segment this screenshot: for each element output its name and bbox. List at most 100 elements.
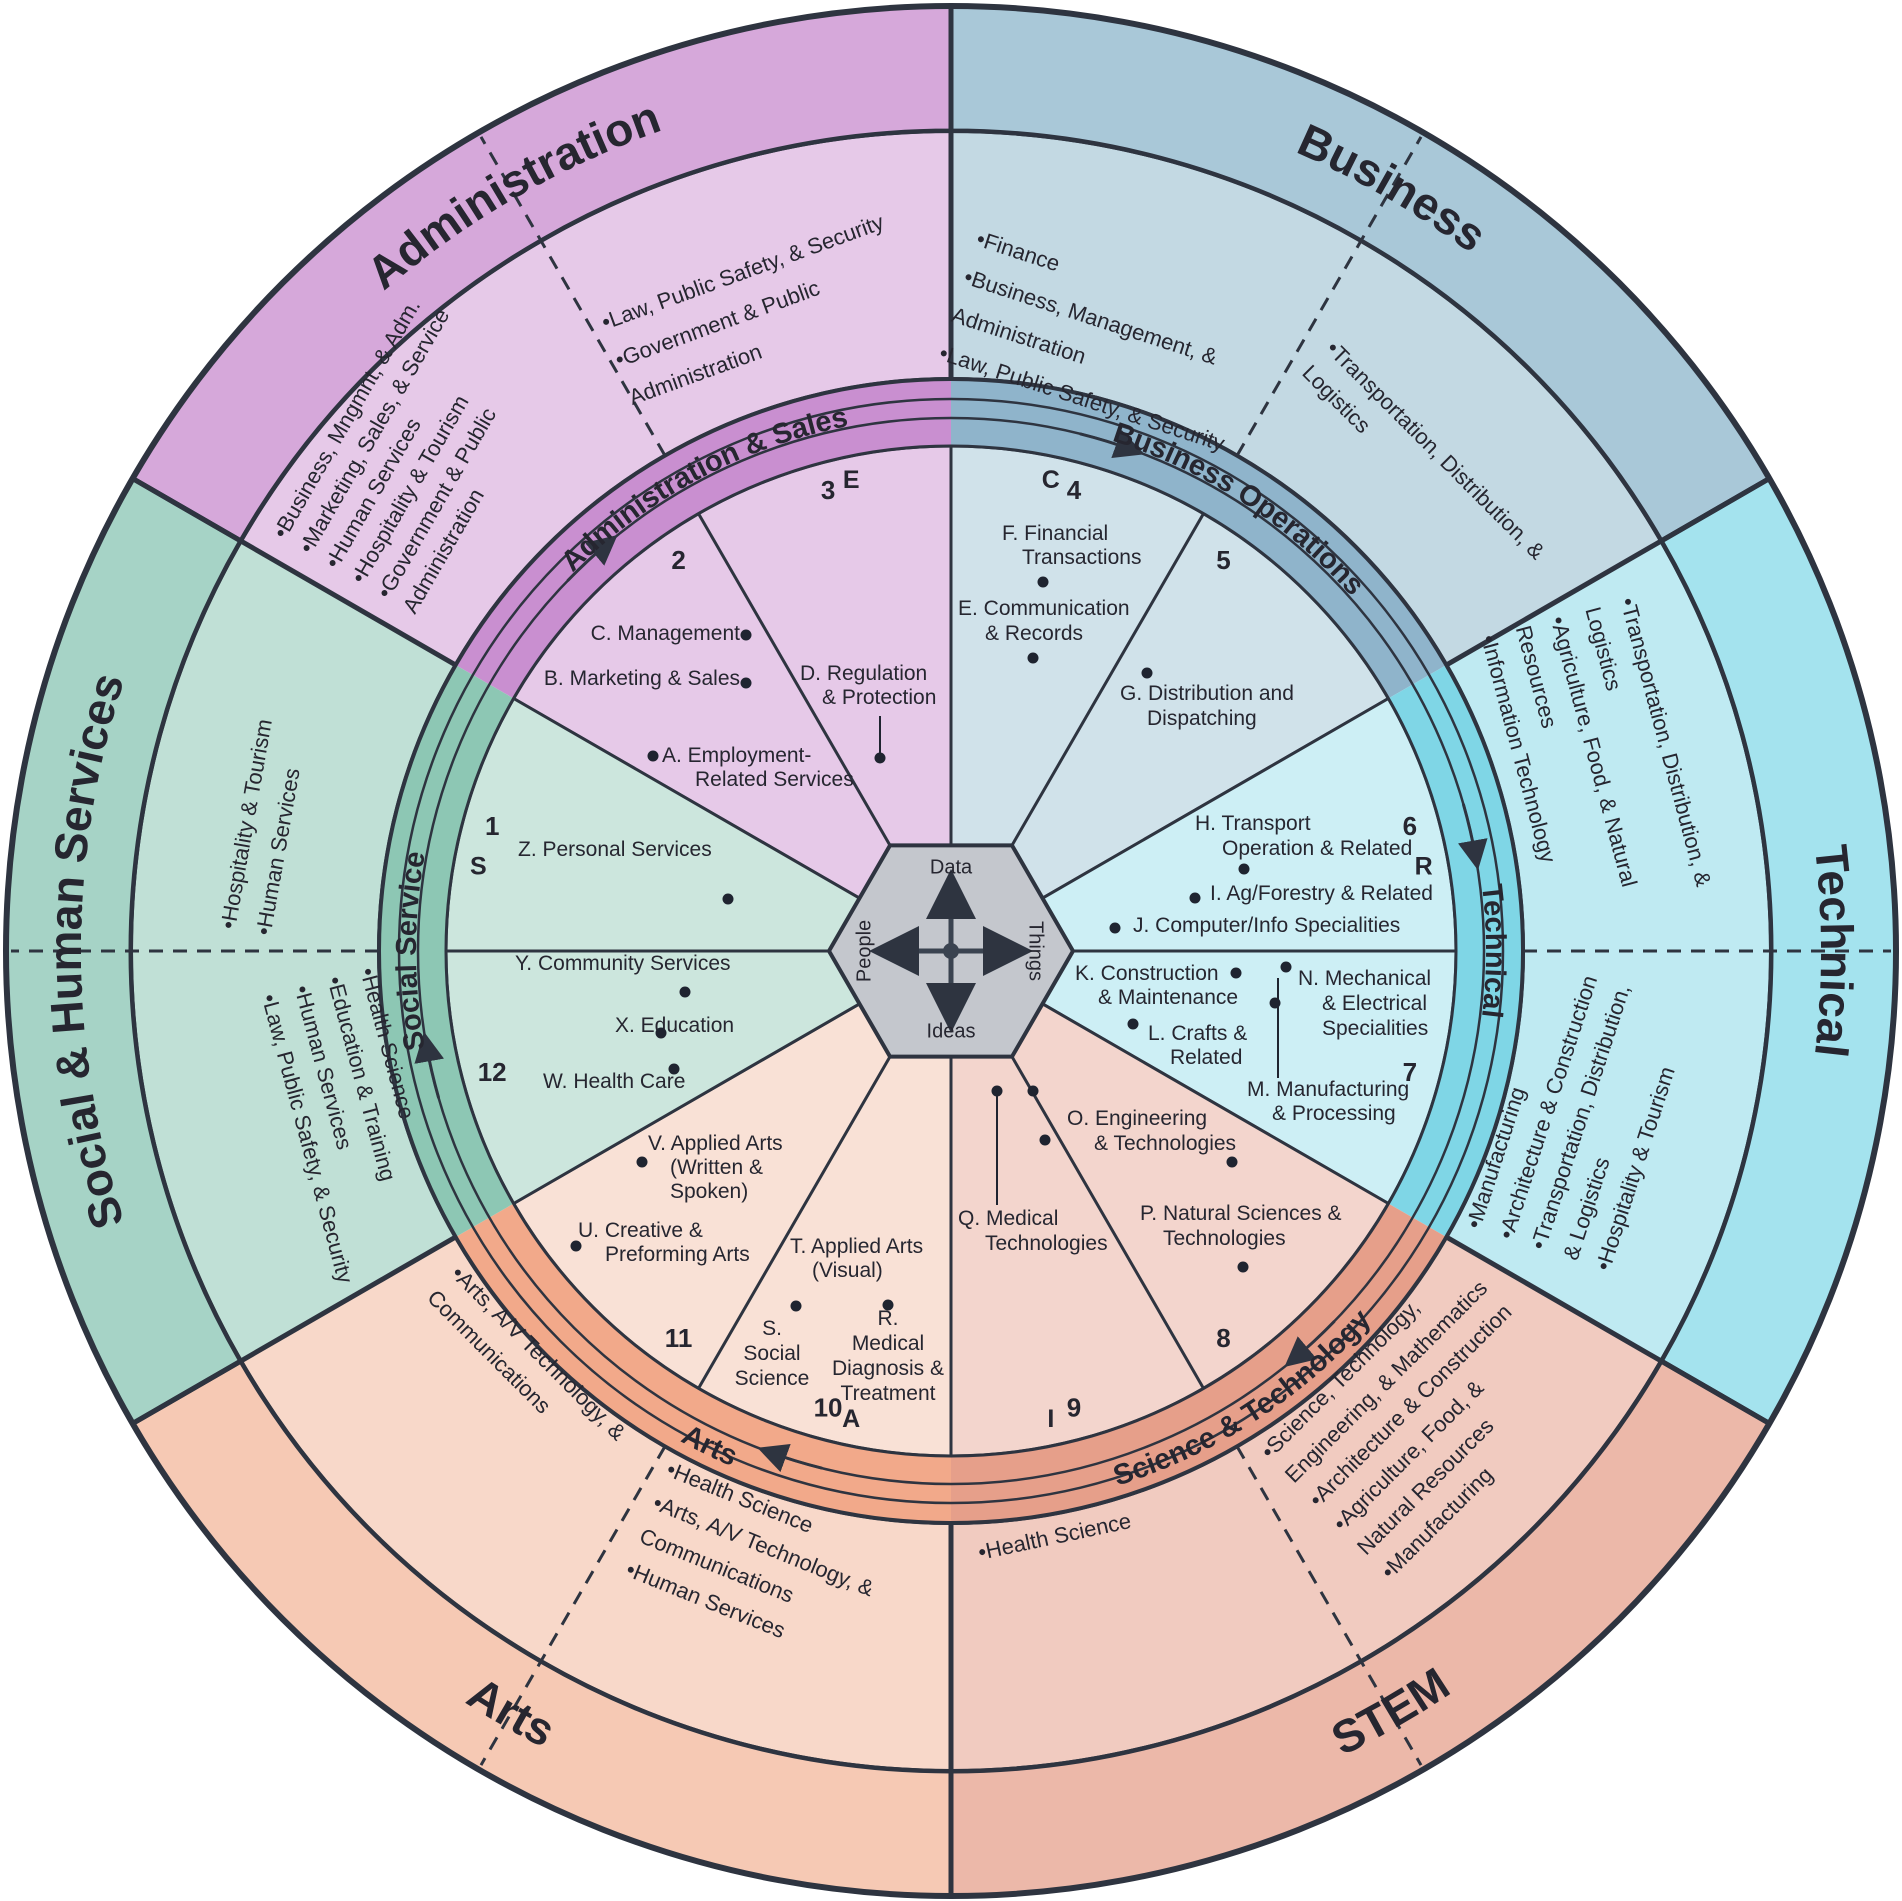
item-dot bbox=[1141, 667, 1153, 679]
region-letter-e: E bbox=[843, 466, 860, 494]
region-letter-i: I bbox=[1047, 1405, 1054, 1433]
item-dot bbox=[1027, 652, 1039, 664]
region-number-1: 1 bbox=[485, 811, 499, 841]
region-number-7: 7 bbox=[1403, 1057, 1417, 1087]
flow-arrow-2 bbox=[1284, 1320, 1336, 1368]
region-number-10: 10 bbox=[814, 1393, 843, 1423]
inner-item-label: P. Natural Sciences & bbox=[1140, 1202, 1342, 1225]
sector-title-technical: Technical bbox=[1805, 842, 1863, 1060]
region-number-2: 2 bbox=[671, 545, 685, 575]
inner-item-label: (Written & bbox=[670, 1156, 763, 1179]
flow-arrow-1 bbox=[1458, 803, 1488, 871]
inner-item-label: M. Manufacturing bbox=[1247, 1078, 1409, 1101]
inner-item-label: Medical bbox=[852, 1332, 924, 1355]
inner-item-label: Q. Medical bbox=[958, 1207, 1058, 1230]
inner-item-label: N. Mechanical bbox=[1298, 967, 1431, 990]
inner-item-label: Dispatching bbox=[1147, 707, 1257, 730]
item-dot bbox=[1109, 922, 1121, 934]
inner-item-label: Science bbox=[735, 1367, 810, 1390]
inner-item-label: R. bbox=[878, 1307, 899, 1330]
inner-item-label: & Electrical bbox=[1322, 992, 1427, 1015]
inner-item-label: L. Crafts & bbox=[1148, 1022, 1247, 1045]
region-business-ring bbox=[951, 379, 1447, 699]
hex-label-left: People bbox=[853, 920, 875, 982]
flow-circle-0 bbox=[416, 416, 1486, 1486]
flow-circle-1 bbox=[397, 397, 1505, 1505]
inner-item-label: (Visual) bbox=[812, 1259, 883, 1282]
inner-item-label: Treatment bbox=[841, 1382, 936, 1405]
region-number-11: 11 bbox=[665, 1323, 693, 1353]
inner-item-label: & Processing bbox=[1272, 1102, 1396, 1125]
item-dot bbox=[790, 1300, 802, 1312]
inner-item-label: F. Financial bbox=[1002, 522, 1108, 545]
inner-item-label: Diagnosis & bbox=[832, 1357, 944, 1380]
flow-arrow-3 bbox=[757, 1443, 823, 1473]
region-number-12: 12 bbox=[478, 1057, 507, 1087]
item-dot bbox=[1039, 1134, 1051, 1146]
item-dot bbox=[1237, 1261, 1249, 1273]
item-dot bbox=[1280, 961, 1292, 973]
inner-item-label: O. Engineering bbox=[1067, 1107, 1207, 1130]
inner-item-label: D. Regulation bbox=[800, 662, 927, 685]
inner-item-label: Technologies bbox=[985, 1232, 1108, 1255]
flow-arrow-5 bbox=[566, 534, 618, 582]
inner-item-label: E. Communication bbox=[958, 597, 1130, 620]
flow-arrow-0 bbox=[1079, 429, 1145, 459]
region-number-3: 3 bbox=[821, 475, 835, 505]
inner-item-label: J. Computer/Info Specialities bbox=[1133, 914, 1400, 937]
region-stem-ring bbox=[951, 1203, 1447, 1523]
inner-item-label: Y. Community Services bbox=[515, 952, 731, 975]
region-administration-ring bbox=[455, 379, 951, 699]
region-number-4: 4 bbox=[1067, 475, 1082, 505]
item-dot bbox=[570, 1240, 582, 1252]
inner-item-label: Spoken) bbox=[670, 1180, 748, 1203]
item-dot bbox=[655, 1027, 667, 1039]
region-title-technical: Technical bbox=[1475, 883, 1511, 1020]
inner-item-label: Related Services bbox=[695, 768, 854, 791]
region-number-6: 6 bbox=[1403, 811, 1417, 841]
item-dot bbox=[740, 629, 752, 641]
item-dot bbox=[1189, 892, 1201, 904]
inner-item-label: & Protection bbox=[822, 686, 936, 709]
inner-item-label: Preforming Arts bbox=[605, 1243, 750, 1266]
region-technical-ring bbox=[1388, 665, 1523, 1237]
item-dot bbox=[679, 986, 691, 998]
inner-item-label: & Records bbox=[985, 622, 1083, 645]
hex-label-bottom: Ideas bbox=[927, 1020, 976, 1042]
inner-item-label: G. Distribution and bbox=[1120, 682, 1294, 705]
inner-item-label: & Technologies bbox=[1094, 1132, 1236, 1155]
item-dot bbox=[1226, 1156, 1238, 1168]
flow-arrow-4 bbox=[414, 1031, 444, 1099]
item-dot bbox=[1230, 967, 1242, 979]
region-social-ring bbox=[379, 665, 514, 1237]
hex-label-right: Things bbox=[1025, 921, 1047, 981]
region-number-5: 5 bbox=[1216, 545, 1230, 575]
compass-center-dot bbox=[943, 943, 959, 959]
inner-item-label: H. Transport bbox=[1195, 812, 1311, 835]
inner-item-label: Transactions bbox=[1022, 546, 1141, 569]
region-letter-c: C bbox=[1042, 466, 1060, 494]
inner-item-label: & Maintenance bbox=[1098, 986, 1238, 1009]
inner-item-label: K. Construction bbox=[1075, 962, 1219, 985]
hex-label-top: Data bbox=[930, 856, 973, 878]
region-letter-r: R bbox=[1415, 852, 1433, 880]
inner-item-label: Social bbox=[743, 1342, 800, 1365]
item-dot bbox=[636, 1156, 648, 1168]
item-dot bbox=[647, 750, 659, 762]
inner-item-label: Operation & Related bbox=[1222, 837, 1412, 860]
inner-item-label: I. Ag/Forestry & Related bbox=[1210, 882, 1433, 905]
inner-item-label: Technologies bbox=[1163, 1227, 1286, 1250]
inner-item-label: T. Applied Arts bbox=[790, 1235, 923, 1258]
inner-item-label: X. Education bbox=[615, 1014, 734, 1037]
item-dot bbox=[1037, 576, 1049, 588]
region-arts-ring bbox=[455, 1203, 951, 1523]
region-letter-s: S bbox=[470, 852, 487, 880]
inner-item-label: W. Health Care bbox=[543, 1070, 685, 1093]
item-dot bbox=[1238, 863, 1250, 875]
inner-item-label: Related bbox=[1170, 1046, 1242, 1069]
region-letter-a: A bbox=[842, 1405, 860, 1433]
inner-item-label: Specialities bbox=[1322, 1017, 1428, 1040]
inner-item-label: S. bbox=[762, 1317, 782, 1340]
inner-item-label: U. Creative & bbox=[578, 1219, 703, 1242]
